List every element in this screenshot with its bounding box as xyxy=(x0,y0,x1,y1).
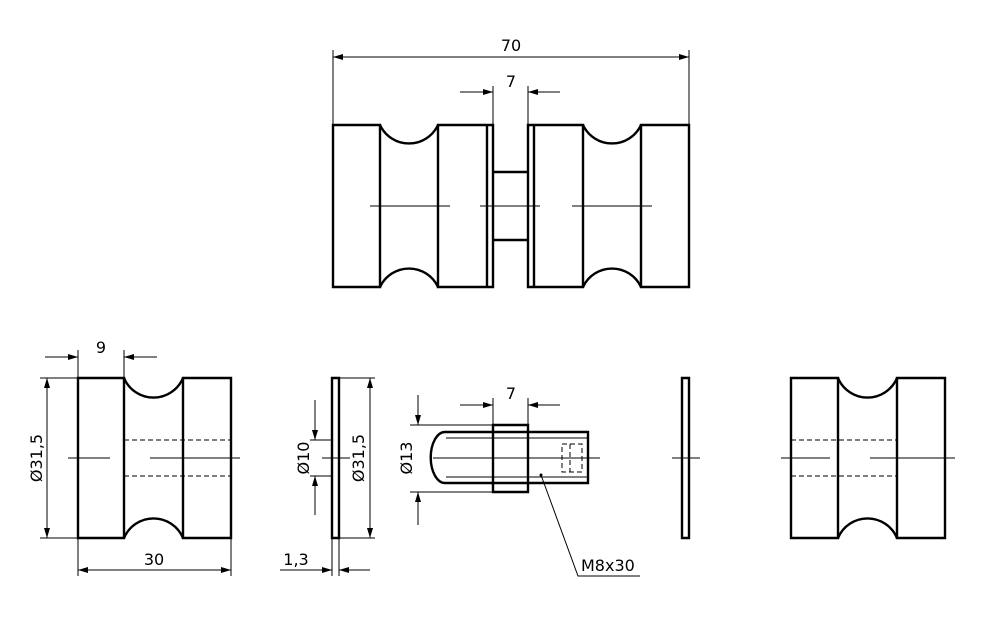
washer-view: Ø10 Ø31,5 1,3 xyxy=(280,376,375,576)
dim-overall-width: 70 xyxy=(501,36,521,55)
dim-washer-inner: Ø10 xyxy=(294,442,313,475)
dim-knob-diameter: Ø31,5 xyxy=(27,434,46,482)
washer-side-view xyxy=(672,376,700,540)
pin-view: Ø13 7 M8x30 xyxy=(397,384,640,577)
dim-washer-outer: Ø31,5 xyxy=(349,434,368,482)
dim-gap: 7 xyxy=(506,72,516,91)
screw-label: M8x30 xyxy=(581,556,635,575)
dim-30: 30 xyxy=(144,550,164,569)
knob-view: 9 Ø31,5 30 xyxy=(27,338,240,576)
assembly-view: 70 7 xyxy=(331,36,691,289)
dim-collar-width: 7 xyxy=(506,384,516,403)
knob-side-view xyxy=(781,376,955,540)
dim-thickness: 1,3 xyxy=(283,550,308,569)
dim-9: 9 xyxy=(96,338,106,357)
dim-collar-diameter: Ø13 xyxy=(397,442,416,475)
